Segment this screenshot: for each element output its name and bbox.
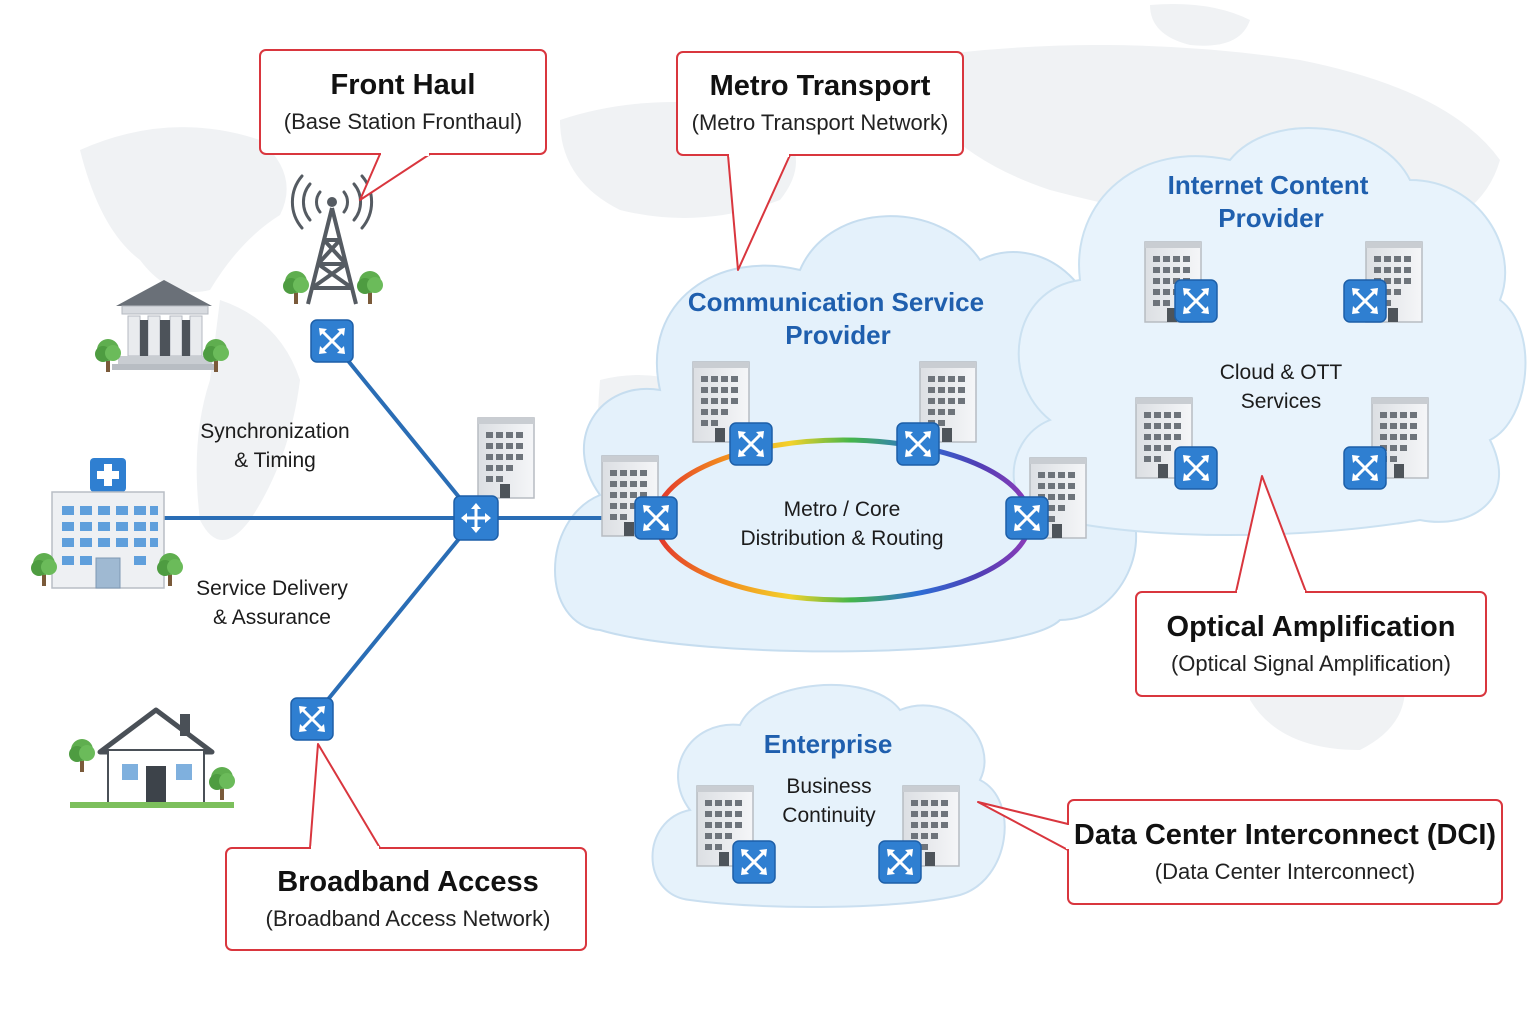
optical-amplification-title: Optical Amplification (1167, 611, 1456, 643)
optical-amplification-subtitle: (Optical Signal Amplification) (1171, 651, 1451, 676)
icp-title-line1: Internet Content (1168, 170, 1369, 200)
optical-switch-icon[interactable] (728, 421, 774, 467)
icp-inner-line1: Cloud & OTT (1220, 361, 1343, 384)
service-label-line1: Service Delivery (196, 577, 348, 600)
dci-title: Data Center Interconnect (DCI) (1074, 819, 1496, 851)
dci-subtitle: (Data Center Interconnect) (1155, 859, 1415, 884)
hub-router-icon[interactable] (453, 495, 499, 541)
sync-label-line2: & Timing (234, 449, 316, 472)
callout-front-haul: Front Haul (Base Station Fronthaul) (259, 49, 547, 156)
metro-transport-title: Metro Transport (710, 70, 931, 102)
cell-tower-icon (283, 174, 383, 305)
optical-switch-icon[interactable] (877, 839, 923, 885)
icp-optical-mesh (1193, 298, 1368, 471)
service-label-line2: & Assurance (213, 606, 331, 629)
optical-switch-icon[interactable] (309, 318, 355, 364)
csp-inner-line1: Metro / Core (784, 498, 901, 521)
government-building-icon (95, 280, 229, 372)
optical-switch-icon[interactable] (1173, 445, 1219, 491)
optical-switch-icon[interactable] (633, 495, 679, 541)
callout-broadband-access: Broadband Access (Broadband Access Netwo… (225, 846, 587, 951)
enterprise-inner-line2: Continuity (782, 804, 876, 827)
front-haul-subtitle: (Base Station Fronthaul) (284, 109, 522, 134)
callout-pointers (309, 153, 1307, 851)
optical-switch-icon[interactable] (895, 421, 941, 467)
optical-switch-icon[interactable] (1342, 278, 1388, 324)
broadband-access-subtitle: (Broadband Access Network) (266, 906, 551, 931)
hospital-icon (31, 458, 183, 589)
sync-label-line1: Synchronization (200, 420, 349, 443)
callout-metro-transport: Metro Transport (Metro Transport Network… (676, 51, 964, 157)
enterprise-inner-line1: Business (786, 775, 871, 798)
icp-title-line2: Provider (1218, 203, 1324, 233)
csp-cloud (554, 215, 1145, 653)
icp-inner-line2: Services (1241, 390, 1322, 413)
csp-inner-line2: Distribution & Routing (740, 527, 943, 550)
optical-switch-icon[interactable] (1004, 495, 1050, 541)
optical-switch-icon[interactable] (1173, 278, 1219, 324)
optical-switch-icon[interactable] (1342, 445, 1388, 491)
csp-title-line2: Provider (785, 320, 891, 350)
front-haul-title: Front Haul (331, 69, 476, 101)
enterprise-title: Enterprise (764, 729, 893, 759)
csp-title-line1: Communication Service (688, 287, 984, 317)
metro-transport-subtitle: (Metro Transport Network) (692, 110, 949, 135)
callout-dci: Data Center Interconnect (DCI) (Data Cen… (1066, 799, 1503, 905)
house-icon (69, 707, 235, 808)
optical-switch-icon[interactable] (289, 696, 335, 742)
optical-switch-icon[interactable] (731, 839, 777, 885)
aggregation-building-icon (477, 417, 535, 499)
broadband-access-title: Broadband Access (277, 866, 539, 898)
callout-optical-amplification: Optical Amplification (Optical Signal Am… (1135, 590, 1487, 697)
